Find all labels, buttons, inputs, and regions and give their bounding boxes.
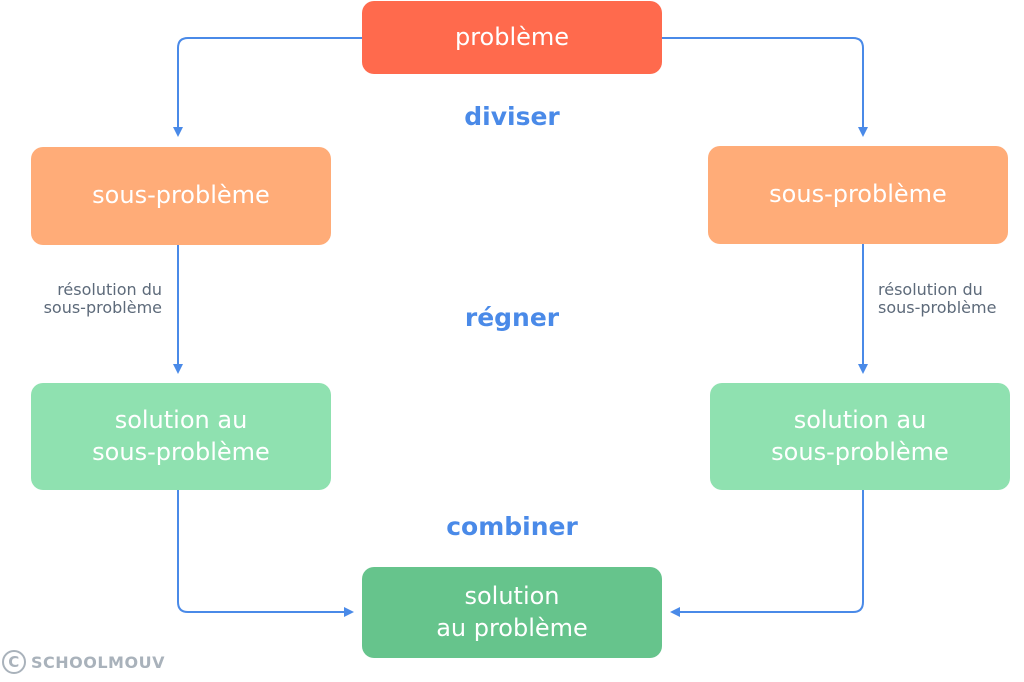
resolve-left-note: résolution du sous-problème	[43, 280, 162, 318]
final-solution-box: solution au problème	[362, 567, 662, 658]
final-solution-label: solution au problème	[436, 582, 588, 642]
solution-left-label: solution au sous-problème	[92, 406, 270, 466]
arrow-divide-right	[662, 37, 868, 137]
solution-right-label: solution au sous-problème	[771, 406, 949, 466]
schoolmouv-watermark: C SCHOOLMOUV	[2, 650, 165, 674]
copyright-icon: C	[2, 650, 26, 674]
solution-left-box: solution au sous-problème	[31, 383, 331, 490]
subproblem-left-label: sous-problème	[92, 181, 270, 210]
subproblem-right-box: sous-problème	[708, 146, 1008, 244]
problem-box: problème	[362, 1, 662, 74]
solution-right-box: solution au sous-problème	[710, 383, 1010, 490]
arrow-divide-left	[173, 37, 362, 137]
arrow-combine-right	[670, 490, 864, 617]
phase-divide: diviser	[464, 102, 560, 131]
phase-conquer: régner	[464, 303, 560, 332]
phase-combine: combiner	[446, 512, 578, 541]
resolve-right-note: résolution du sous-problème	[878, 280, 997, 318]
watermark-brand: SCHOOLMOUV	[31, 652, 165, 672]
subproblem-left-box: sous-problème	[31, 147, 331, 245]
subproblem-right-label: sous-problème	[769, 180, 947, 209]
arrow-combine-left	[177, 490, 354, 617]
problem-label: problème	[454, 22, 570, 51]
